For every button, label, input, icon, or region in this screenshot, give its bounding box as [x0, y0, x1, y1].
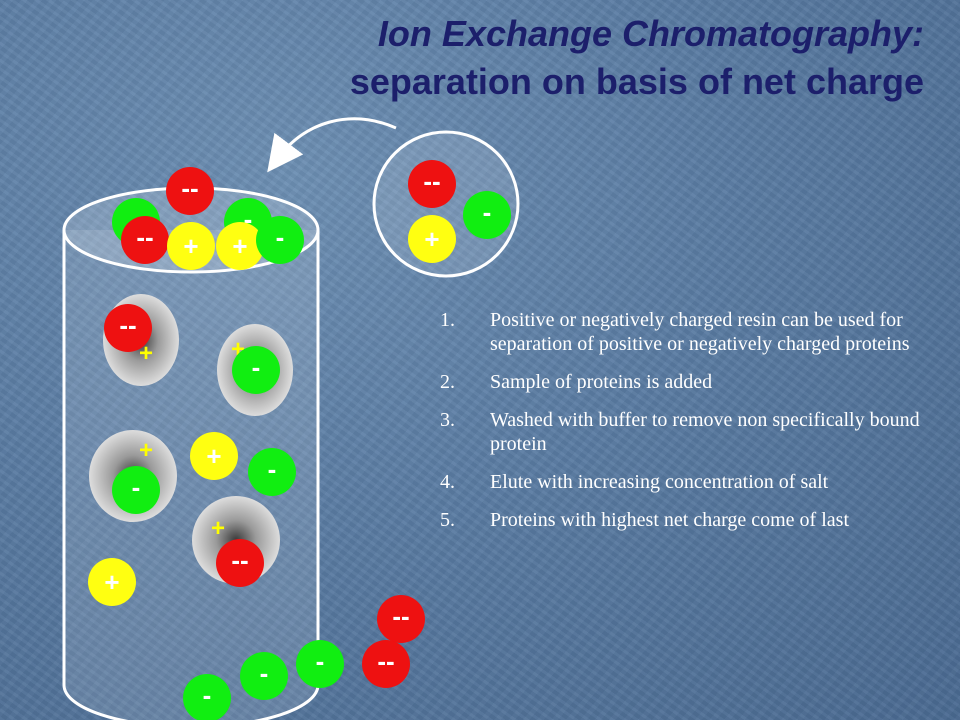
positive-protein: + — [408, 215, 456, 263]
positive-protein: + — [167, 222, 215, 270]
negative-protein: - — [183, 674, 231, 720]
step-number: 1. — [440, 309, 455, 331]
negative-protein-circle — [232, 346, 280, 394]
negative-protein-circle — [296, 640, 344, 688]
positive-protein-charge-label: + — [104, 567, 119, 597]
negative-protein-charge-label: - — [244, 204, 253, 234]
double-negative-protein: -- — [104, 304, 152, 352]
negative-protein-charge-label: - — [276, 222, 285, 252]
resin-positive-charge-sign: + — [139, 437, 153, 464]
protein-layer: +++++------++----+---+----+------- — [88, 160, 511, 720]
positive-protein-charge-label: + — [206, 441, 221, 471]
negative-protein-circle — [112, 466, 160, 514]
step-text: Elute with increasing concentration of s… — [490, 471, 829, 493]
procedure-steps: 1. Positive or negatively charged resin … — [440, 308, 950, 546]
step-item: 2. Sample of proteins is added — [440, 370, 950, 394]
double-negative-protein-charge-label: -- — [181, 173, 198, 203]
positive-protein-charge-label: + — [424, 224, 439, 254]
negative-protein: - — [296, 640, 344, 688]
double-negative-protein-circle — [362, 640, 410, 688]
double-negative-protein: -- — [408, 160, 456, 208]
step-text: Proteins with highest net charge come of… — [490, 509, 849, 531]
negative-protein: - — [112, 466, 160, 514]
positive-protein-circle — [88, 558, 136, 606]
double-negative-protein-charge-label: -- — [231, 545, 248, 575]
double-negative-protein: -- — [216, 539, 264, 587]
double-negative-protein-charge-label: -- — [119, 310, 136, 340]
step-number: 4. — [440, 471, 455, 493]
negative-protein: - — [232, 346, 280, 394]
double-negative-protein-charge-label: -- — [377, 646, 394, 676]
double-negative-protein-circle — [166, 167, 214, 215]
step-item: 4. Elute with increasing concentration o… — [440, 470, 950, 494]
title-line-2: separation on basis of net charge — [349, 61, 924, 102]
positive-protein-circle — [167, 222, 215, 270]
step-text: Sample of proteins is added — [490, 371, 713, 393]
negative-protein-circle — [183, 674, 231, 720]
resin-positive-charge-sign: + — [211, 515, 225, 542]
double-negative-protein-charge-label: -- — [423, 166, 440, 196]
double-negative-protein-circle — [104, 304, 152, 352]
negative-protein: - — [240, 652, 288, 700]
negative-protein-charge-label: - — [203, 680, 212, 710]
double-negative-protein: -- — [377, 595, 425, 643]
double-negative-protein-circle — [216, 539, 264, 587]
positive-protein: + — [190, 432, 238, 480]
positive-protein-charge-label: + — [183, 231, 198, 261]
step-number: 3. — [440, 409, 455, 431]
step-text: Positive or negatively charged resin can… — [490, 309, 910, 355]
positive-protein: + — [216, 222, 264, 270]
double-negative-protein-charge-label: -- — [392, 601, 409, 631]
negative-protein: - — [463, 191, 511, 239]
double-negative-protein: -- — [121, 216, 169, 264]
negative-protein-charge-label: - — [483, 197, 492, 227]
double-negative-protein-circle — [408, 160, 456, 208]
double-negative-protein-circle — [121, 216, 169, 264]
slide-title: Ion Exchange Chromatography: separation … — [350, 10, 924, 106]
negative-protein: - — [248, 448, 296, 496]
negative-protein-charge-label: - — [260, 658, 269, 688]
negative-protein-circle — [248, 448, 296, 496]
positive-protein-circle — [408, 215, 456, 263]
negative-protein-circle — [463, 191, 511, 239]
title-line-1: Ion Exchange Chromatography: — [377, 13, 924, 54]
step-number: 2. — [440, 371, 455, 393]
negative-protein-charge-label: - — [316, 646, 325, 676]
double-negative-protein: -- — [362, 640, 410, 688]
double-negative-protein: -- — [166, 167, 214, 215]
double-negative-protein-charge-label: -- — [136, 222, 153, 252]
positive-protein-charge-label: + — [232, 231, 247, 261]
step-text: Washed with buffer to remove non specifi… — [490, 409, 920, 455]
step-number: 5. — [440, 509, 455, 531]
positive-protein-circle — [216, 222, 264, 270]
negative-protein-charge-label: - — [268, 454, 277, 484]
double-negative-protein-circle — [377, 595, 425, 643]
negative-protein-charge-label: - — [132, 472, 141, 502]
step-item: 1. Positive or negatively charged resin … — [440, 308, 950, 356]
negative-protein-charge-label: - — [252, 352, 261, 382]
positive-protein: + — [88, 558, 136, 606]
negative-protein: - — [256, 216, 304, 264]
positive-protein-circle — [190, 432, 238, 480]
step-item: 3. Washed with buffer to remove non spec… — [440, 408, 950, 456]
sample-to-column-arrow — [267, 117, 397, 173]
negative-protein-circle — [240, 652, 288, 700]
step-item: 5. Proteins with highest net charge come… — [440, 508, 950, 532]
negative-protein-circle — [256, 216, 304, 264]
